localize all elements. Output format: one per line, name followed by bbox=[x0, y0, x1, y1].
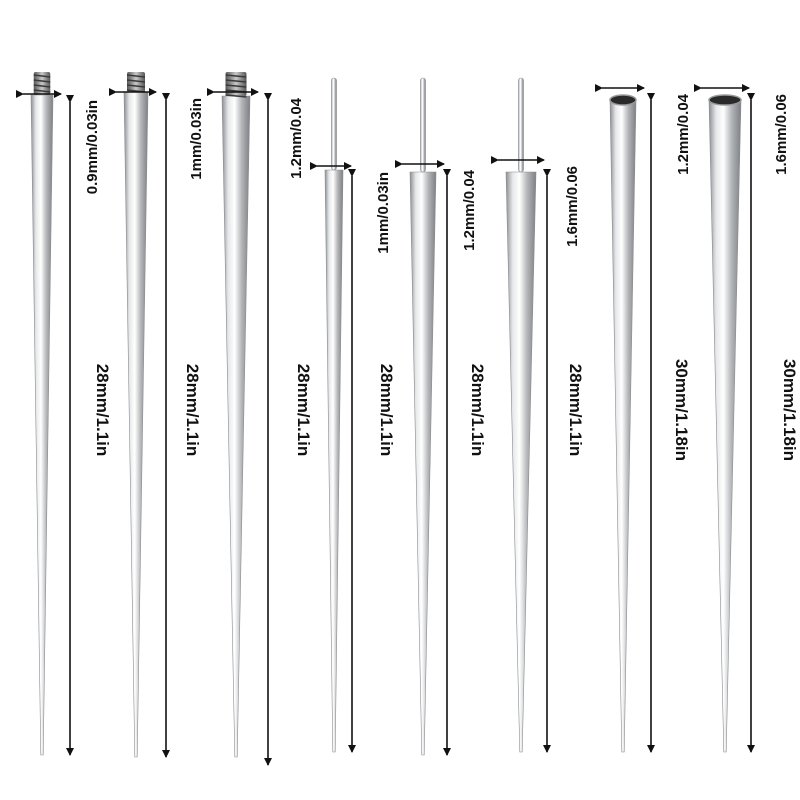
taper-item: 0.9mm/0.03in 28mm/1.1in bbox=[16, 72, 112, 756]
gauge-label: 1.2mm/0.04 bbox=[675, 93, 692, 175]
taper-body bbox=[708, 99, 742, 753]
length-label: 28mm/1.1in bbox=[93, 364, 112, 457]
hollow-end bbox=[609, 94, 637, 106]
pin-end bbox=[331, 77, 337, 171]
length-label: 28mm/1.1in bbox=[377, 364, 396, 457]
pin-end bbox=[420, 77, 426, 173]
gauge-label: 1mm/0.03in bbox=[375, 172, 392, 254]
taper-item: 1.6mm/0.06 30mm/1.18in bbox=[694, 84, 799, 753]
taper-body bbox=[324, 169, 344, 753]
gauge-label: 1.6mm/0.06 bbox=[564, 166, 581, 247]
taper-item: 1mm/0.03in 28mm/1.1in bbox=[310, 77, 396, 753]
pin-end bbox=[518, 77, 524, 173]
taper-item: 1.2mm/0.04 28mm/1.1in bbox=[395, 77, 487, 756]
taper-body bbox=[123, 91, 149, 758]
hollow-end bbox=[708, 94, 742, 106]
gauge-label: 1mm/0.03in bbox=[188, 98, 205, 180]
length-label: 28mm/1.1in bbox=[566, 364, 585, 457]
taper-body bbox=[609, 99, 637, 753]
threaded-end bbox=[225, 72, 247, 98]
taper-item: 1.2mm/0.04 30mm/1.18in bbox=[595, 84, 692, 753]
gauge-label: 1.2mm/0.04 bbox=[288, 97, 305, 179]
taper-body bbox=[409, 171, 437, 756]
taper-body bbox=[30, 94, 54, 756]
taper-body bbox=[505, 171, 537, 753]
taper-item: 1mm/0.03in 28mm/1.1in bbox=[109, 72, 205, 758]
gauge-label: 0.9mm/0.03in bbox=[84, 100, 101, 194]
threaded-end bbox=[33, 72, 51, 95]
taper-item: 1.2mm/0.04 28mm/1.1in bbox=[207, 72, 313, 766]
length-label: 30mm/1.18in bbox=[672, 359, 691, 461]
length-label: 28mm/1.1in bbox=[183, 364, 202, 457]
length-label: 28mm/1.1in bbox=[294, 364, 313, 457]
gauge-label: 1.6mm/0.06 bbox=[773, 94, 790, 175]
length-label: 30mm/1.18in bbox=[780, 359, 799, 461]
length-label: 28mm/1.1in bbox=[468, 364, 487, 457]
threaded-end bbox=[126, 72, 146, 93]
taper-item: 1.6mm/0.06 28mm/1.1in bbox=[491, 77, 585, 753]
taper-body bbox=[221, 95, 251, 758]
gauge-label: 1.2mm/0.04 bbox=[461, 169, 478, 251]
